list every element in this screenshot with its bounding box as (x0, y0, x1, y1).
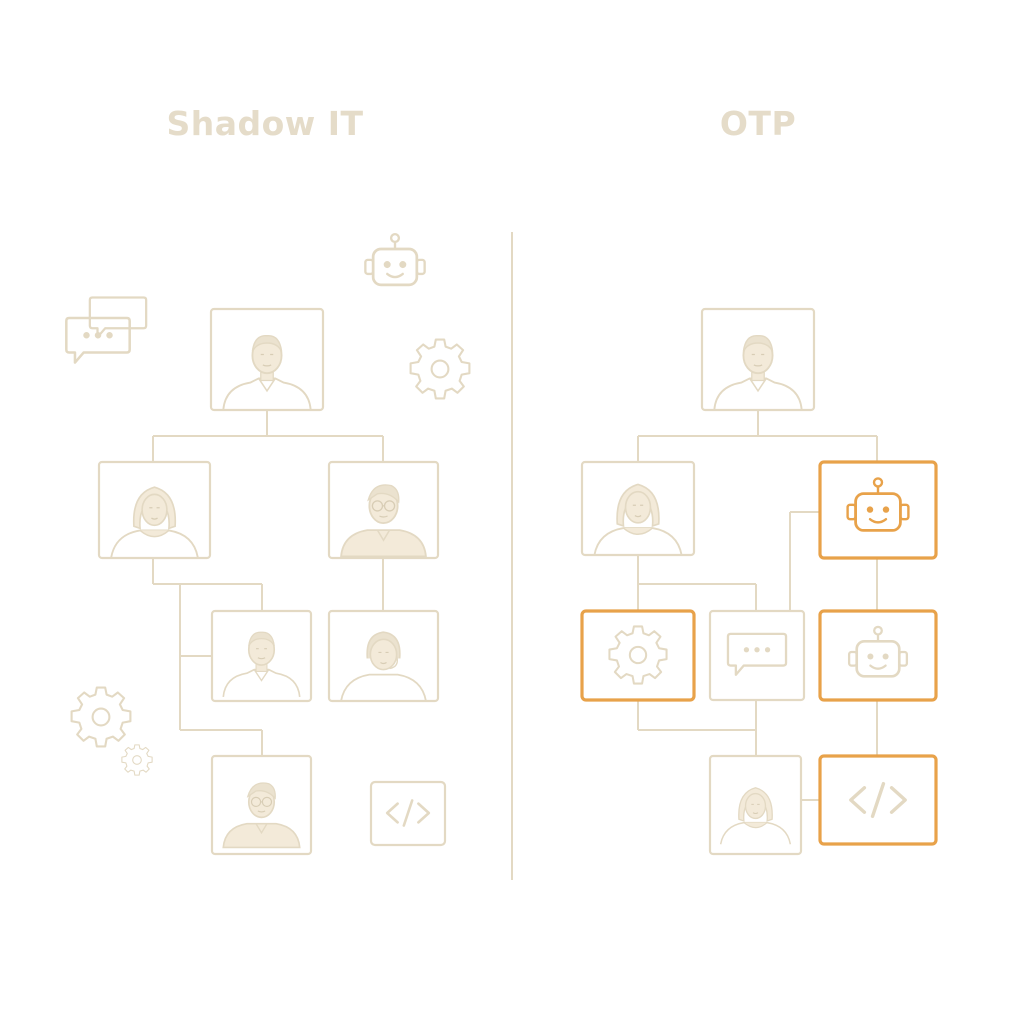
shadow-it-panel (65, 232, 471, 856)
code-icon (369, 780, 447, 847)
otp-person-box-woman (580, 460, 696, 557)
robot-icon (363, 232, 427, 287)
gear-icon (409, 338, 471, 400)
otp-title: OTP (719, 104, 797, 143)
otp-robot-box-2 (818, 609, 938, 702)
person-box-glasses (327, 460, 440, 560)
shadow-it-title: Shadow IT (166, 104, 364, 143)
otp-person-box-top (700, 307, 816, 412)
otp-robot-box (818, 460, 938, 560)
otp-person-box-bottom (708, 754, 803, 856)
chat-bubbles-icon (65, 296, 148, 364)
otp-chat-box (708, 609, 806, 702)
right-connectors (637, 410, 878, 801)
person-box-tie (210, 609, 313, 703)
person-box-top (209, 307, 325, 412)
gears-icon (70, 686, 153, 776)
otp-panel (580, 307, 938, 856)
person-box-headset (327, 609, 440, 703)
left-connectors (152, 410, 384, 756)
otp-gear-box (580, 609, 696, 702)
otp-code-box (818, 754, 938, 846)
person-box-bottom (210, 754, 313, 856)
person-box-woman (97, 460, 212, 560)
